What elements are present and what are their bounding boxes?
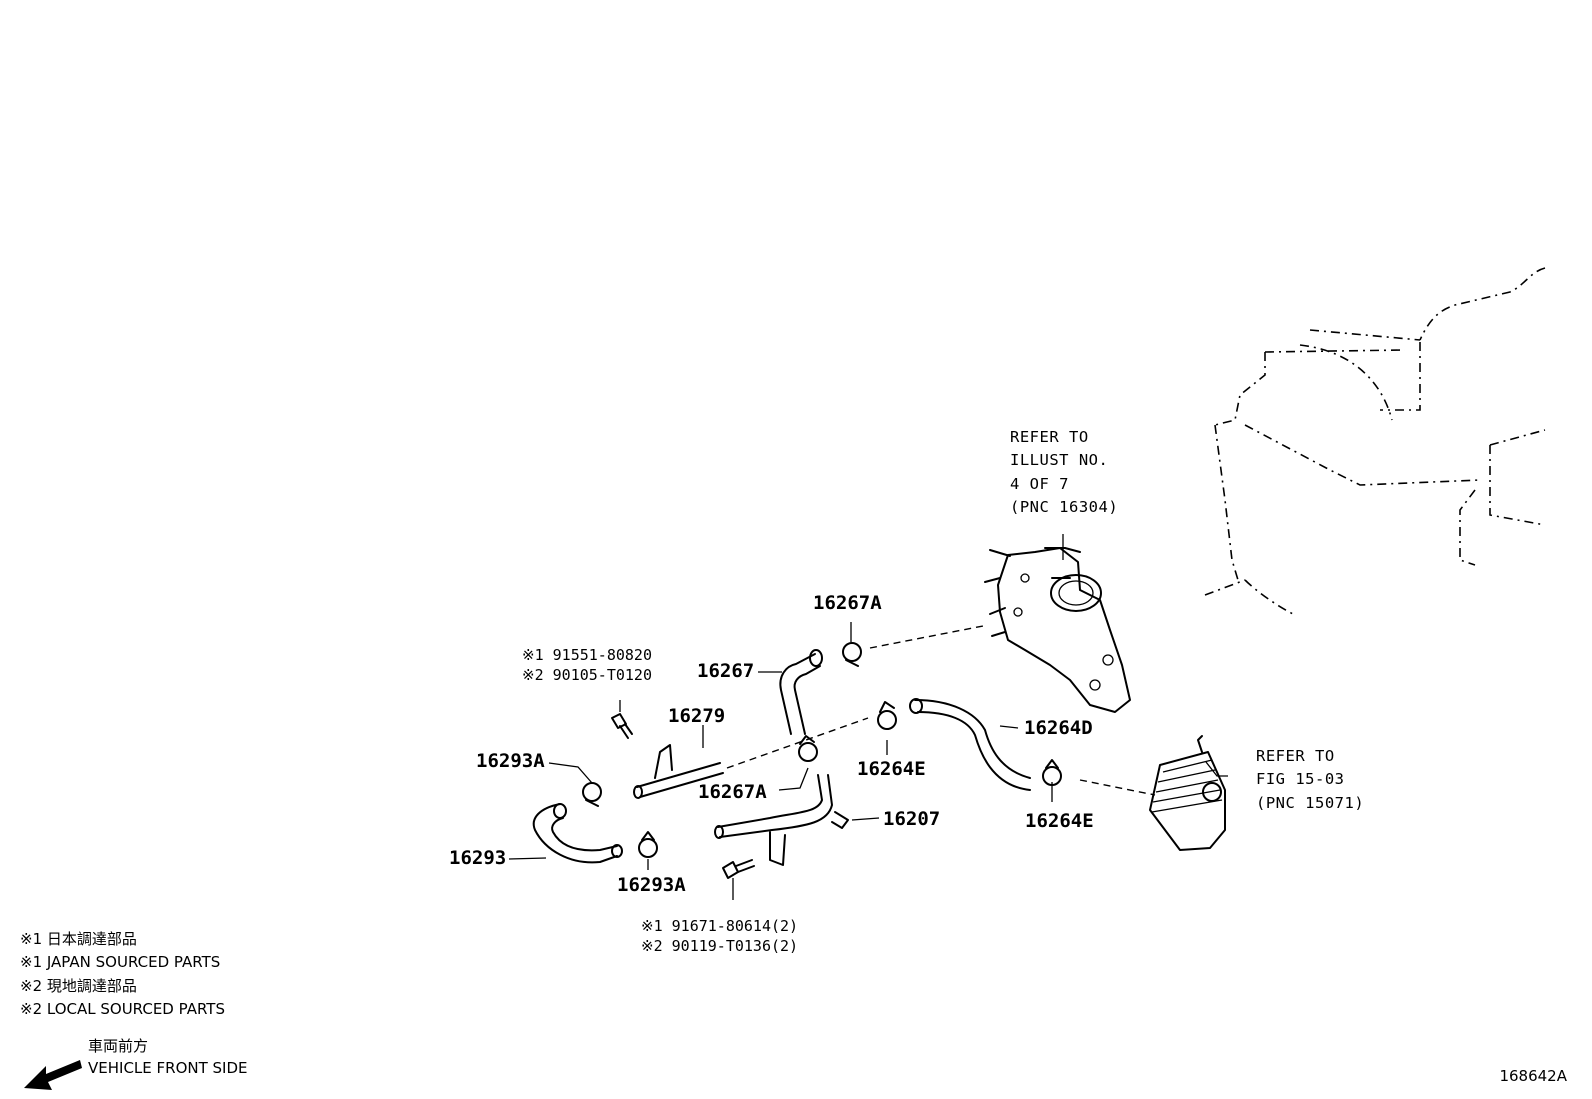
refer-note-illust-line-3: 4 OF 7: [1010, 474, 1069, 493]
front-arrow-icon: [24, 1060, 82, 1090]
legend-line-4: ※2 LOCAL SOURCED PARTS: [20, 999, 225, 1018]
part-label-16267: 16267: [697, 660, 755, 682]
pipe-16279: [633, 744, 724, 799]
vehicle-front-label-en: VEHICLE FRONT SIDE: [88, 1058, 248, 1077]
part-label-16279: 16279: [668, 705, 726, 727]
hose-16267: [779, 649, 823, 735]
legend: ※1 日本調達部品 ※1 JAPAN SOURCED PARTS ※2 現地調達…: [20, 928, 225, 1021]
vehicle-front-label-jp: 車両前方: [88, 1037, 149, 1055]
part-label-16264D: 16264D: [1024, 717, 1093, 739]
hose-16293: [532, 803, 623, 864]
vehicle-front-label: 車両前方 VEHICLE FRONT SIDE: [88, 1036, 248, 1080]
part-label-16264E-right: 16264E: [1025, 810, 1094, 832]
legend-line-2: ※1 JAPAN SOURCED PARTS: [20, 953, 221, 972]
bolt-code-top: ※1 91551-80820 ※2 90105-T0120: [522, 646, 652, 685]
refer-note-illust-line-2: ILLUST NO.: [1010, 451, 1109, 470]
illustration-id: 168642A: [1499, 1067, 1567, 1085]
bolt-code-bottom: ※1 91671-80614(2) ※2 90119-T0136(2): [641, 917, 798, 956]
bolt-code-bottom-line-2: ※2 90119-T0136(2): [641, 936, 799, 955]
refer-note-fig-line-2: FIG 15-03: [1256, 770, 1345, 789]
refer-note-illust: REFER TO ILLUST NO. 4 OF 7 (PNC 16304): [1010, 426, 1118, 519]
clamps: [582, 642, 1062, 858]
refer-note-illust-line-1: REFER TO: [1010, 428, 1089, 446]
bolt-code-top-line-1: ※1 91551-80820: [522, 646, 652, 664]
part-label-16207: 16207: [883, 808, 941, 830]
refer-note-fig-line-1: REFER TO: [1256, 747, 1335, 765]
connection-lines: [508, 534, 1228, 900]
part-label-16293A-bottom: 16293A: [617, 874, 686, 896]
part-label-16267A-mid: 16267A: [698, 781, 767, 803]
bolt-code-top-line-2: ※2 90105-T0120: [522, 665, 652, 684]
refer-note-fig-line-3: (PNC 15071): [1256, 793, 1365, 812]
part-label-16264E-left: 16264E: [857, 758, 926, 780]
part-label-16293: 16293: [449, 847, 507, 869]
part-label-16293A-left: 16293A: [476, 750, 545, 772]
water-outlet-housing: [984, 547, 1131, 713]
bolt-code-bottom-line-1: ※1 91671-80614(2): [641, 917, 799, 935]
hose-16264D: [909, 698, 1031, 791]
legend-line-3: ※2 現地調達部品: [20, 976, 137, 995]
refer-note-fig: REFER TO FIG 15-03 (PNC 15071): [1256, 745, 1364, 815]
engine-outline: [1204, 267, 1546, 616]
oil-cooler: [1149, 735, 1226, 851]
legend-line-1: ※1 日本調達部品: [20, 930, 137, 948]
pipe-16207: [714, 774, 849, 866]
refer-note-illust-line-4: (PNC 16304): [1010, 497, 1119, 516]
part-label-16267A-top: 16267A: [813, 592, 882, 614]
bolts: [611, 713, 755, 879]
